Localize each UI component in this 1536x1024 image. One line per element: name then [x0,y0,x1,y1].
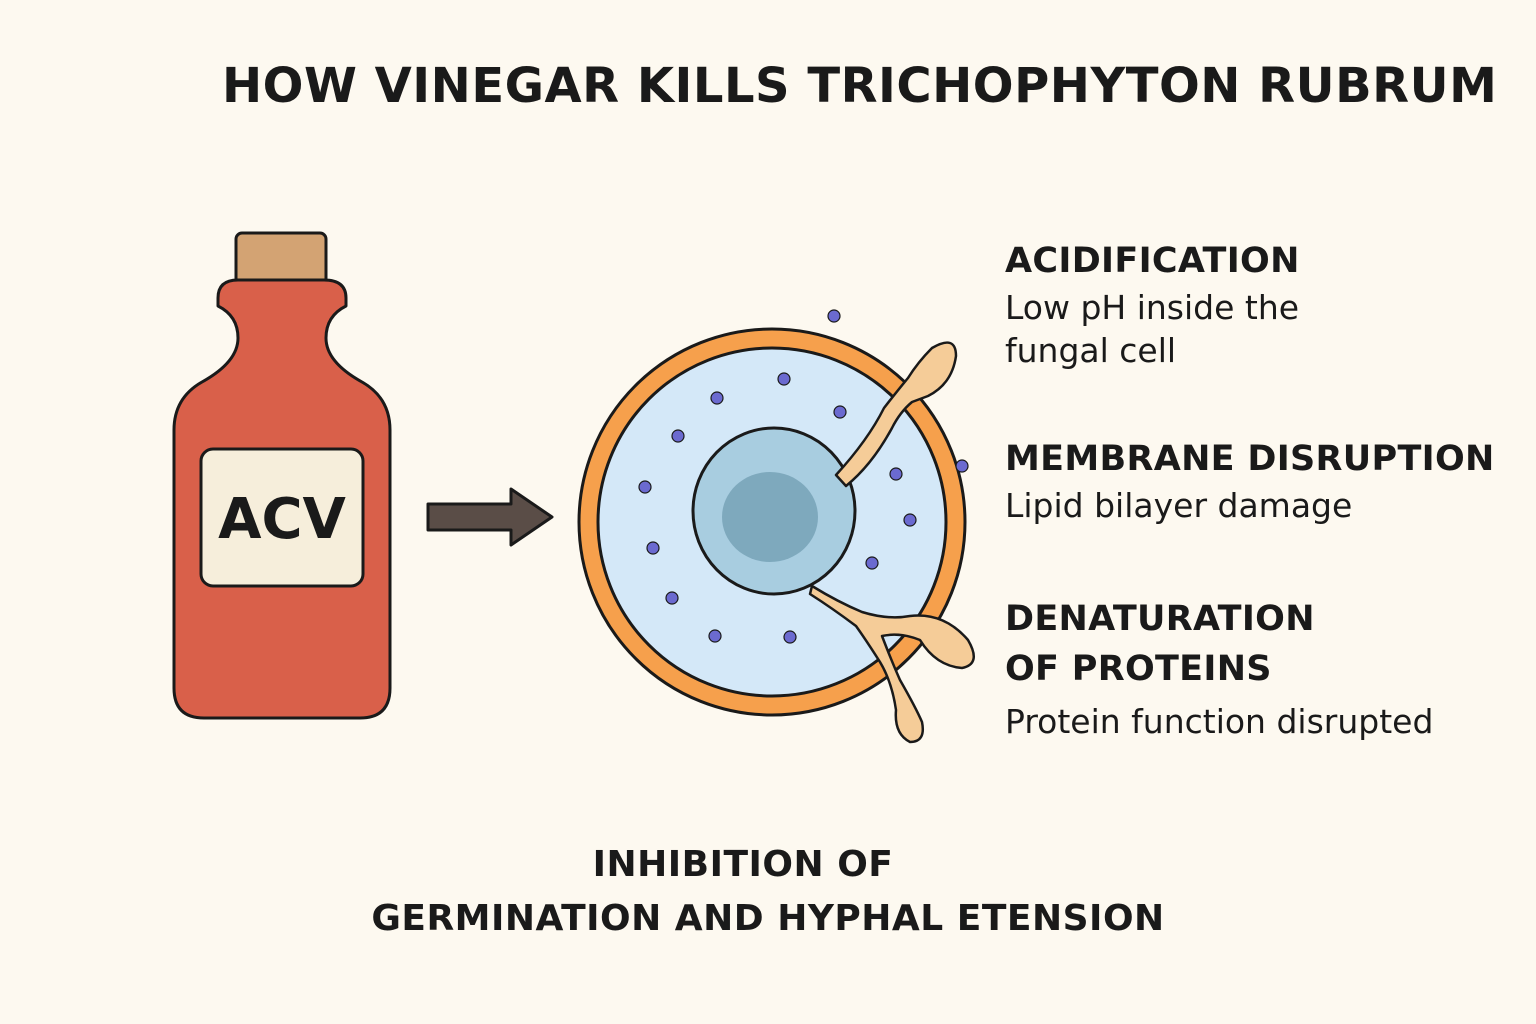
particle [903,513,917,527]
particle [710,391,724,405]
particle [665,591,679,605]
particle [646,541,660,555]
step-heading: ACIDIFICATION [1005,241,1300,281]
particle [638,480,652,494]
particle [777,372,791,386]
step-protein-denaturation: DENATURATION OF PROTEINS Protein functio… [1005,594,1433,743]
vinegar-bottle: ACV [172,231,392,720]
step-membrane-disruption: MEMBRANE DISRUPTION Lipid bilayer damage [1005,434,1495,527]
step-heading: MEMBRANE DISRUPTION [1005,439,1495,479]
acid-particles [638,309,969,644]
particle [783,630,797,644]
footer-conclusion: INHIBITION OF GERMINATION AND HYPHAL ETE… [0,838,1536,946]
footer-line-2: GERMINATION AND HYPHAL ETENSION [371,898,1165,939]
footer-line-1: INHIBITION OF [592,844,894,885]
bottle-label [199,447,365,588]
page-title: HOW VINEGAR KILLS TRICHOPHYTON RUBRUM [222,58,1498,114]
step-acidification: ACIDIFICATION Low pH inside the fungal c… [1005,236,1300,372]
step-heading: DENATURATION OF PROTEINS [1005,599,1315,689]
particle [889,467,903,481]
step-description: Lipid bilayer damage [1005,486,1353,525]
particle [833,405,847,419]
step-description: Low pH inside the fungal cell [1005,288,1300,370]
particle [827,309,841,323]
particle [865,556,879,570]
step-description: Protein function disrupted [1005,702,1434,741]
arrow-icon [426,487,554,547]
particle [671,429,685,443]
nucleolus [722,472,818,562]
hypha-lower [808,584,975,744]
particle [708,629,722,643]
bottle-cork [234,231,328,287]
hypha-upper [834,341,958,488]
bottle-label-text: ACV [218,487,346,552]
particle [955,459,969,473]
fungal-cell [577,309,975,744]
